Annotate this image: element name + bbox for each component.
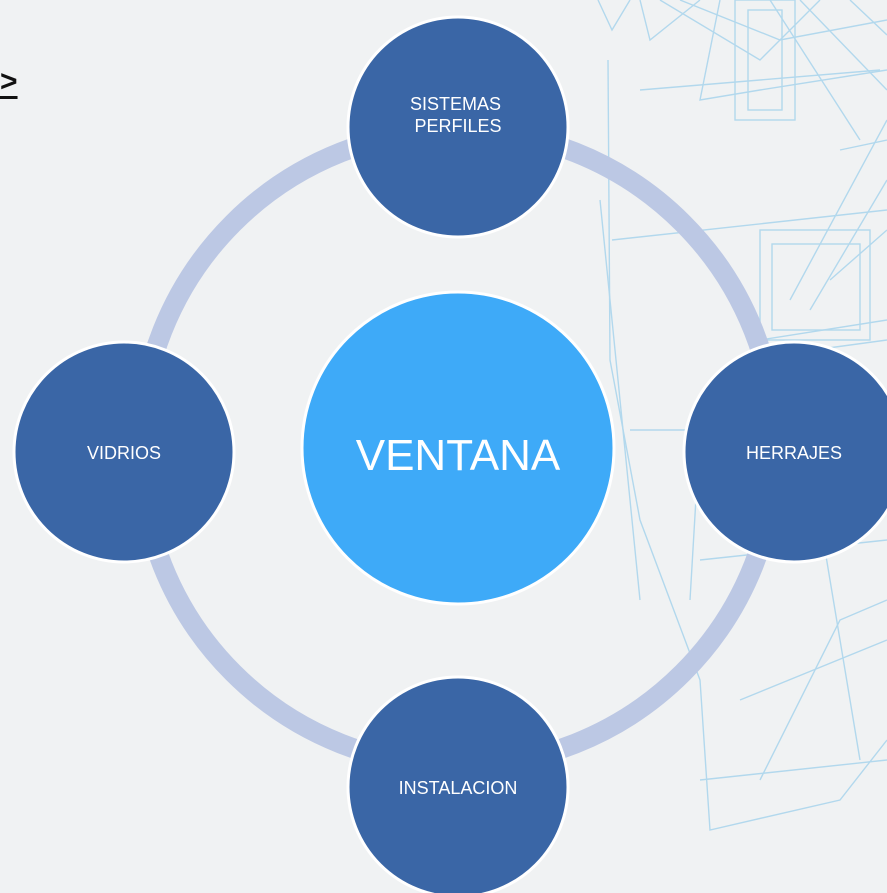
node-sistemas-perfiles-line-2: PERFILES: [414, 116, 501, 136]
node-herrajes: [682, 340, 887, 564]
node-herrajes-label: HERRAJES: [746, 443, 842, 463]
next-arrow-link[interactable]: >: [0, 65, 18, 98]
node-instalacion: [346, 675, 570, 893]
center-label: VENTANA: [356, 431, 561, 480]
center-circle: [300, 290, 616, 606]
node-sistemas-perfiles-label: SISTEMAS PERFILES: [410, 94, 506, 136]
node-vidrios: [12, 340, 236, 564]
node-vidrios-label: VIDRIOS: [87, 443, 161, 463]
node-sistemas-perfiles: [346, 15, 570, 239]
node-sistemas-perfiles-line-1: SISTEMAS: [410, 94, 501, 114]
node-instalacion-label: INSTALACION: [399, 778, 518, 798]
